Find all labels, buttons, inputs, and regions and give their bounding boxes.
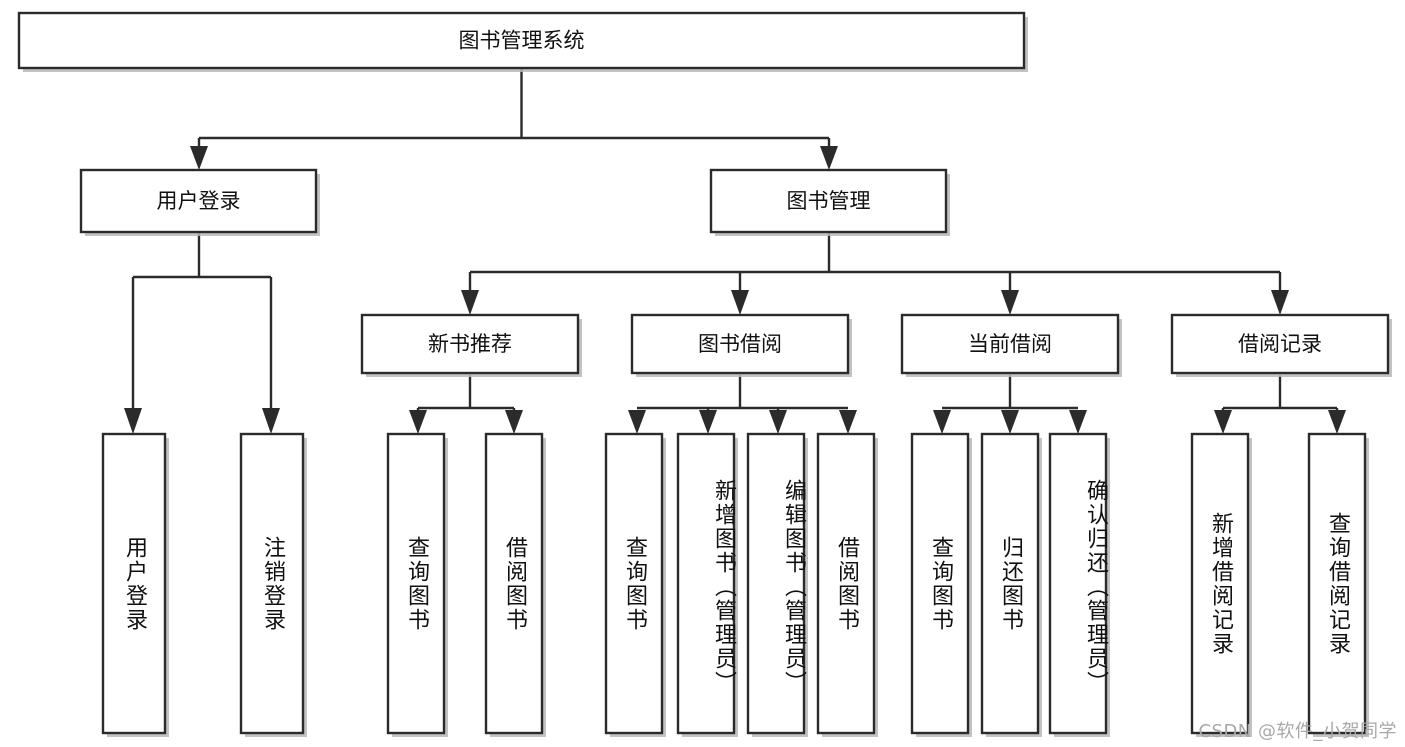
node-user-login[interactable]: 用户登录 <box>79 168 320 236</box>
arrow-book-borrow <box>731 290 749 315</box>
leaf-node-bb-borrow[interactable] <box>816 432 878 737</box>
leaf-bb-query-box[interactable] <box>604 432 664 735</box>
leaf-newbook-query-box[interactable] <box>386 432 446 735</box>
root-label: 图书管理系统 <box>459 29 585 53</box>
leaf-br-query-box[interactable] <box>1307 432 1367 735</box>
arrow-borrow-record <box>1271 290 1289 315</box>
user-login-label: 用户登录 <box>157 189 241 213</box>
leaf-logout-box[interactable] <box>239 432 305 735</box>
node-root[interactable]: 图书管理系统 <box>17 11 1028 72</box>
arrow-newbook-leaf-2 <box>505 410 523 434</box>
arrow-current-borrow <box>1001 290 1019 315</box>
node-borrow-record[interactable]: 借阅记录 <box>1170 313 1392 377</box>
new-book-recommend-box[interactable] <box>360 313 580 375</box>
leaf-node-cb-query[interactable] <box>910 432 972 737</box>
arrow-currentborrow-leaf-2 <box>1001 410 1019 434</box>
book-borrow-label: 图书借阅 <box>698 332 782 356</box>
leaf-node-br-query[interactable] <box>1307 432 1369 737</box>
leaf-cb-confirm-box[interactable] <box>1048 432 1108 735</box>
leaf-br-add-box[interactable] <box>1190 432 1250 735</box>
borrow-record-label: 借阅记录 <box>1238 332 1322 356</box>
node-book-borrow[interactable]: 图书借阅 <box>630 313 852 377</box>
connector-group <box>124 68 1346 434</box>
book-borrow-box[interactable] <box>630 313 850 375</box>
leaf-bb-borrow-box[interactable] <box>816 432 876 735</box>
leaf-node-bb-edit[interactable] <box>746 432 808 737</box>
arrow-borrowrecord-leaf-1 <box>1214 410 1232 434</box>
book-management-box[interactable] <box>709 168 948 234</box>
leaf-cb-return-box[interactable] <box>980 432 1040 735</box>
arrow-bookborrow-leaf-3 <box>769 410 787 434</box>
arrow-bookborrow-leaf-2 <box>699 410 717 434</box>
arrow-leaf-logout <box>262 408 280 434</box>
arrow-currentborrow-leaf-3 <box>1069 410 1087 434</box>
current-borrow-label: 当前借阅 <box>968 332 1052 356</box>
book-management-label: 图书管理 <box>787 189 871 213</box>
leaf-node-newbook-query[interactable] <box>386 432 448 737</box>
arrow-bookborrow-leaf-4 <box>839 410 857 434</box>
node-current-borrow[interactable]: 当前借阅 <box>900 313 1122 377</box>
arrow-user-login <box>190 146 208 170</box>
user-login-box[interactable] <box>79 168 318 234</box>
borrow-record-box[interactable] <box>1170 313 1390 375</box>
leaf-user-login-box[interactable] <box>101 432 167 735</box>
arrow-bookborrow-leaf-1 <box>628 410 646 434</box>
root-box[interactable] <box>17 11 1026 70</box>
leaf-bb-add-box[interactable] <box>676 432 736 735</box>
leaf-node-cb-confirm[interactable] <box>1048 432 1110 737</box>
leaf-node-cb-return[interactable] <box>980 432 1042 737</box>
leaf-bb-edit-box[interactable] <box>746 432 806 735</box>
current-borrow-box[interactable] <box>900 313 1120 375</box>
leaf-node-newbook-borrow[interactable] <box>484 432 546 737</box>
node-new-book-recommend[interactable]: 新书推荐 <box>360 313 582 377</box>
leaf-node-bb-add[interactable] <box>676 432 738 737</box>
arrow-book-mgmt <box>820 146 838 170</box>
leaf-node-user-login[interactable] <box>101 432 169 737</box>
csdn-watermark: CSDN @软件_小贺同学 <box>1198 721 1397 742</box>
arrow-borrowrecord-leaf-2 <box>1328 410 1346 434</box>
arrow-new-book <box>461 290 479 315</box>
arrow-newbook-leaf-1 <box>409 410 427 434</box>
leaf-node-bb-query[interactable] <box>604 432 666 737</box>
arrow-leaf-user-login <box>124 408 142 434</box>
leaf-node-logout[interactable] <box>239 432 307 737</box>
leaf-newbook-borrow-box[interactable] <box>484 432 544 735</box>
arrow-currentborrow-leaf-1 <box>933 410 951 434</box>
leaf-cb-query-box[interactable] <box>910 432 970 735</box>
new-book-recommend-label: 新书推荐 <box>428 332 512 356</box>
leaf-node-br-add[interactable] <box>1190 432 1252 737</box>
node-book-management[interactable]: 图书管理 <box>709 168 950 236</box>
